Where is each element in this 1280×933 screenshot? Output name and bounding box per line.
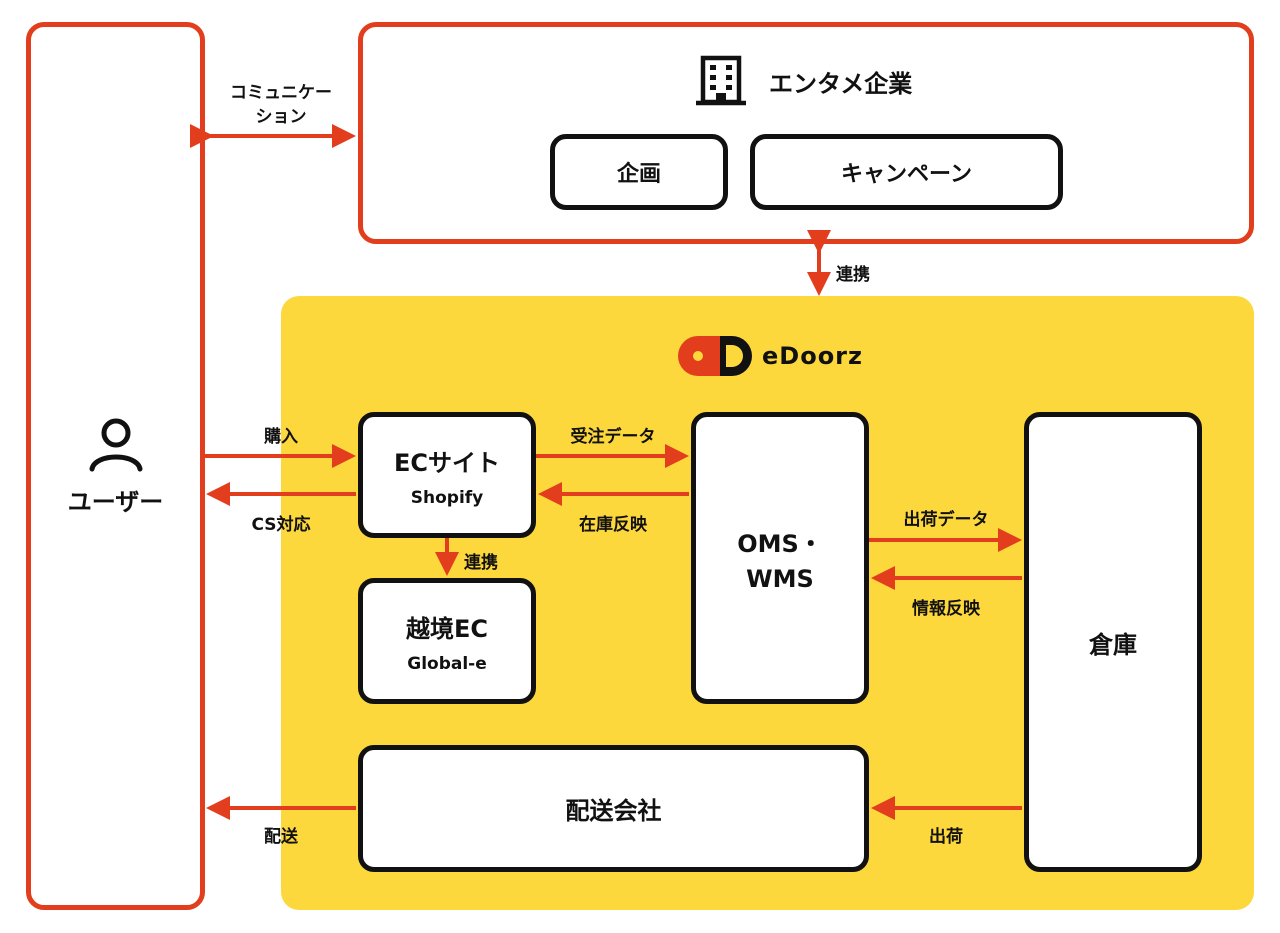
cross-border-title: 越境EC [405,614,488,643]
campaign-box: キャンペーン [750,134,1063,210]
planning-box: 企画 [550,134,728,210]
cross-border-sub: Global-e [407,653,487,674]
cross-border-box: 越境EC Global-e [358,578,536,704]
ship-data-label: 出荷データ [903,510,989,530]
edoorz-logo [678,336,752,376]
cs-label: CS対応 [251,515,311,535]
warehouse-box: 倉庫 [1024,412,1202,872]
user-label: ユーザー [67,487,164,516]
order-data-label: 受注データ [570,427,656,447]
delivery-company-title: 配送会社 [565,797,662,825]
oms-wms-box: OMS・ WMS [691,412,869,704]
company-panel: エンタメ企業 企画 キャンペーン [358,22,1254,244]
ec-site-title: ECサイト [393,448,500,477]
ec-renkei-label: 連携 [464,553,498,573]
company-title: エンタメ企業 [769,69,913,98]
delivery-company-box: 配送会社 [358,745,869,872]
ec-site-sub: Shopify [410,487,484,508]
purchase-label: 購入 [264,427,298,447]
stock-reflect-label: 在庫反映 [579,515,647,535]
user-panel: ユーザー [26,22,205,910]
ship-label: 出荷 [929,827,963,847]
ec-site-box: ECサイト Shopify [358,412,536,538]
user-icon [89,418,142,471]
delivery-label: 配送 [264,827,298,847]
renkei-top-label: 連携 [836,265,870,285]
oms-line2: WMS [746,564,814,593]
info-reflect-label: 情報反映 [912,599,980,619]
edoorz-name: eDoorz [762,342,863,370]
warehouse-title: 倉庫 [1089,630,1137,659]
building-icon [696,55,746,106]
communication-label-1: コミュニケー [230,83,332,103]
edoorz-header: eDoorz [676,334,863,378]
communication-label-2: ション [255,107,307,127]
company-header: エンタメ企業 [695,55,912,107]
oms-line1: OMS・ [737,529,823,558]
